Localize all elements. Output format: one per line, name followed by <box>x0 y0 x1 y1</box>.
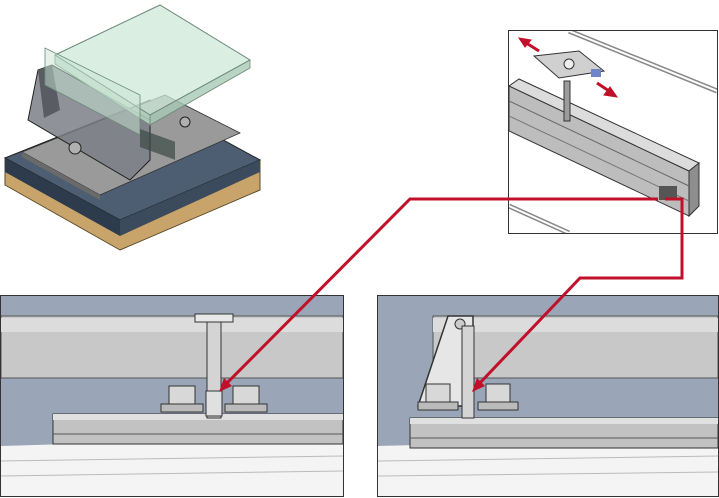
section-view-standard-clamp <box>0 295 344 497</box>
clamp-bolt-icon <box>160 385 268 417</box>
clamp-bolt-icon <box>68 141 82 155</box>
double-arrow-icon <box>517 37 619 98</box>
section-view-end-clamp <box>377 295 719 497</box>
clamp-bolt-icon <box>417 383 519 411</box>
isometric-assembly-view <box>0 0 270 255</box>
rail-detail-inset <box>508 30 718 234</box>
